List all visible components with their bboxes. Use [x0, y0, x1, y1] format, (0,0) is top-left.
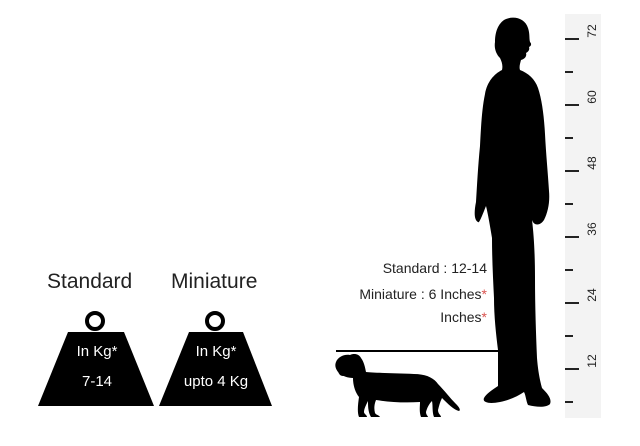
ruler-tick-48 [565, 170, 579, 172]
miniature-weight-title: Miniature [171, 270, 258, 293]
ruler-label-36: 36 [585, 222, 599, 236]
miniature-height-label: Miniature : 6 Inches* [320, 286, 487, 302]
standard-weight-unit: In Kg* [76, 343, 118, 360]
dachshund-silhouette [335, 354, 460, 417]
inches-label: Inches* [380, 309, 487, 325]
ruler-label-72: 72 [585, 24, 599, 38]
ruler-tick-24 [565, 302, 579, 304]
standard-weight-title: Standard [47, 270, 133, 293]
ruler-label-60: 60 [585, 90, 599, 104]
ruler-tick-72 [565, 38, 579, 40]
miniature-height-asterisk: * [481, 286, 487, 302]
ruler-tick-42 [565, 203, 573, 205]
miniature-weight-icon [159, 311, 272, 406]
inches-asterisk: * [481, 309, 487, 325]
standard-height-label: Standard : 12-14 [382, 260, 487, 276]
standard-weight-value: 7-14 [81, 373, 113, 390]
ruler-tick-6 [565, 401, 573, 403]
ruler-label-12: 12 [585, 354, 599, 368]
miniature-weight-value: upto 4 Kg [183, 373, 249, 390]
ruler-tick-12 [565, 368, 579, 370]
ruler-tick-18 [565, 335, 573, 337]
ruler-tick-36 [565, 236, 579, 238]
human-silhouette [474, 17, 551, 407]
ruler-label-48: 48 [585, 156, 599, 170]
miniature-weight-unit: In Kg* [195, 343, 237, 360]
ruler-tick-66 [565, 71, 573, 73]
ruler-label-24: 24 [585, 288, 599, 302]
standard-weight-icon [38, 311, 154, 406]
ruler-tick-30 [565, 269, 573, 271]
height-ruler: 72 60 48 36 24 12 [565, 14, 601, 418]
ruler-tick-54 [565, 137, 573, 139]
inches-text: Inches [440, 309, 482, 325]
miniature-height-text: Miniature : 6 Inches [359, 286, 482, 302]
dog-height-line [336, 350, 511, 352]
ruler-tick-60 [565, 104, 579, 106]
